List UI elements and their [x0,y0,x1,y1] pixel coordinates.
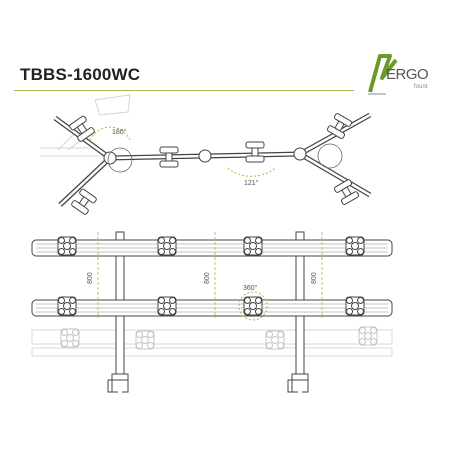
right-clamp [287,373,309,393]
title-underline [14,90,354,91]
height-left-label: 800 [87,272,94,284]
logo-brand: ERGO [386,66,429,83]
front-view: 360° 800 800 800 [31,231,393,393]
top-view-ghost-arm [40,94,131,157]
rotation-label: 360° [243,284,258,292]
height-right-label: 800 [311,272,318,284]
model-title: TBBS-1600WC [20,65,141,84]
ergo-logo-icon [368,54,398,95]
logo-sub: fount [414,84,428,90]
front-view-ghost-beam [31,326,393,357]
height-center-label: 800 [204,272,211,284]
left-clamp [107,373,129,393]
top-view: 180° 121° [40,94,372,216]
angle-left-label: 180° [112,128,127,136]
angle-center-label: 121° [244,179,259,187]
